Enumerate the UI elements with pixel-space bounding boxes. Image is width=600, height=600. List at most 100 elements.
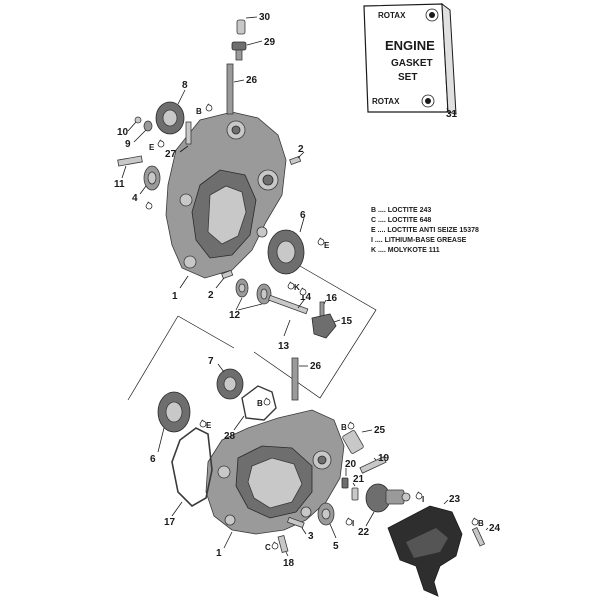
marker-e-lower: E — [199, 419, 212, 430]
part-25-bushing: 25 — [342, 425, 386, 454]
part-2-dowel-upper: 2 — [289, 144, 305, 166]
adhesive-legend: B .... LOCTITE 243 C .... LOCTITE 648 E … — [371, 207, 479, 254]
svg-text:K: K — [294, 283, 300, 292]
part-5-oil-seal: 5 — [317, 502, 339, 552]
part-26-stud-upper: 26 — [226, 63, 258, 115]
part-23-cover: 23 — [387, 494, 463, 597]
callout-1-upper-group: 1 — [172, 275, 189, 302]
callout-25: 25 — [374, 425, 386, 436]
drop-icon — [205, 103, 213, 112]
part-20-21-pins: 20 21 — [341, 459, 365, 501]
callout-20: 20 — [345, 459, 357, 470]
callout-27: 27 — [165, 149, 177, 160]
part-15-bracket: 15 — [311, 313, 353, 339]
drop-icon — [145, 201, 153, 210]
svg-text:B: B — [257, 399, 263, 408]
callout-21: 21 — [353, 474, 365, 485]
marker-i-left-upper — [299, 287, 307, 296]
svg-text:C: C — [265, 543, 271, 552]
callout-1-lower-group: 1 — [216, 531, 233, 559]
callout-28: 28 — [224, 431, 236, 442]
svg-text:B: B — [341, 423, 347, 432]
callout-1-lower: 1 — [216, 548, 222, 559]
assembly-guide-line-mid — [177, 315, 235, 349]
callout-11: 11 — [114, 179, 125, 190]
marker-e-upper-left: E — [149, 139, 165, 152]
part-8-bearing: 8 — [155, 80, 188, 135]
part-7-bearing: 7 — [208, 356, 244, 400]
callout-29: 29 — [264, 37, 276, 48]
part-28-gasket: 28 — [224, 385, 277, 442]
kit-brand-bottom: ROTAX — [372, 97, 400, 106]
part-14-shaft: 14 — [268, 292, 312, 315]
drop-icon — [317, 237, 325, 246]
kit-title-line2: GASKET — [391, 58, 433, 69]
marker-b-upper: B — [196, 103, 213, 116]
assembly-guide-frame-right — [253, 265, 377, 399]
marker-drop-4 — [145, 201, 153, 210]
callout-7: 7 — [208, 356, 214, 367]
drop-icon — [271, 541, 279, 550]
part-4-oil-seal: 4 — [132, 165, 161, 204]
part-11-pin: 11 — [114, 155, 143, 190]
part-3-screw: 3 — [286, 516, 314, 542]
part-26-stud-lower: 26 — [291, 357, 322, 401]
drop-icon — [199, 419, 207, 428]
callout-14: 14 — [300, 292, 312, 303]
marker-b-25: B — [341, 421, 355, 432]
legend-line-k: K .... MOLYKOTE 111 — [371, 247, 440, 254]
part-29-screw: 29 — [231, 37, 276, 61]
brp-logo-center-icon — [429, 12, 435, 18]
callout-9: 9 — [125, 139, 131, 150]
callout-1-upper: 1 — [172, 291, 178, 302]
part-22-starter-drive: 22 — [358, 483, 411, 538]
callout-24: 24 — [489, 523, 501, 534]
drop-icon — [345, 517, 353, 526]
part-6-bearing-upper: 6 — [267, 210, 306, 275]
callout-12: 12 — [229, 310, 241, 321]
legend-line-i: I .... LITHIUM-BASE GREASE — [371, 237, 467, 244]
part-30-plug: 30 — [236, 12, 271, 35]
callout-22: 22 — [358, 527, 370, 538]
callout-23: 23 — [449, 494, 461, 505]
part-24-screw: 24 — [471, 523, 501, 547]
part-2-dowel-mid: 2 — [208, 269, 234, 301]
assembly-guide-line-left — [127, 315, 179, 401]
marker-e-bearing: E — [317, 237, 330, 250]
part-18-screw: 18 — [277, 535, 295, 569]
kit-title-line3: SET — [398, 72, 417, 83]
svg-text:I: I — [352, 519, 354, 528]
drop-icon — [299, 287, 307, 296]
drop-icon — [415, 491, 423, 500]
marker-b-24: B — [471, 517, 484, 528]
gasket-set-kit-box: ROTAX ENGINE GASKET SET ROTAX 31 — [363, 2, 458, 120]
svg-text:E: E — [149, 143, 155, 152]
marker-b-lower: B — [257, 397, 271, 408]
part-27-dowel: 27 — [165, 121, 192, 160]
drop-icon — [471, 517, 479, 526]
callout-8: 8 — [182, 80, 188, 91]
svg-text:B: B — [478, 519, 484, 528]
callout-2-upper: 2 — [298, 144, 304, 155]
legend-line-c: C .... LOCTITE 648 — [371, 217, 431, 224]
callout-3: 3 — [308, 531, 314, 542]
drop-icon — [347, 421, 355, 430]
svg-text:E: E — [324, 241, 330, 250]
marker-i-21: I — [345, 517, 354, 528]
callout-13-group: 13 — [278, 319, 291, 352]
callout-13: 13 — [278, 341, 290, 352]
marker-i-22: I — [415, 491, 424, 504]
callout-16: 16 — [326, 293, 338, 304]
drop-icon — [157, 139, 165, 148]
kit-title-line1: ENGINE — [385, 38, 435, 53]
callout-19: 19 — [378, 453, 390, 464]
legend-line-e: E .... LOCTITE ANTI SEIZE 15378 — [371, 227, 479, 234]
marker-c-18: C — [265, 541, 279, 552]
callout-17: 17 — [164, 517, 176, 528]
callout-31: 31 — [446, 109, 458, 120]
svg-text:E: E — [206, 421, 212, 430]
part-16-screw: 16 — [319, 293, 338, 317]
legend-line-b: B .... LOCTITE 243 — [371, 207, 431, 214]
